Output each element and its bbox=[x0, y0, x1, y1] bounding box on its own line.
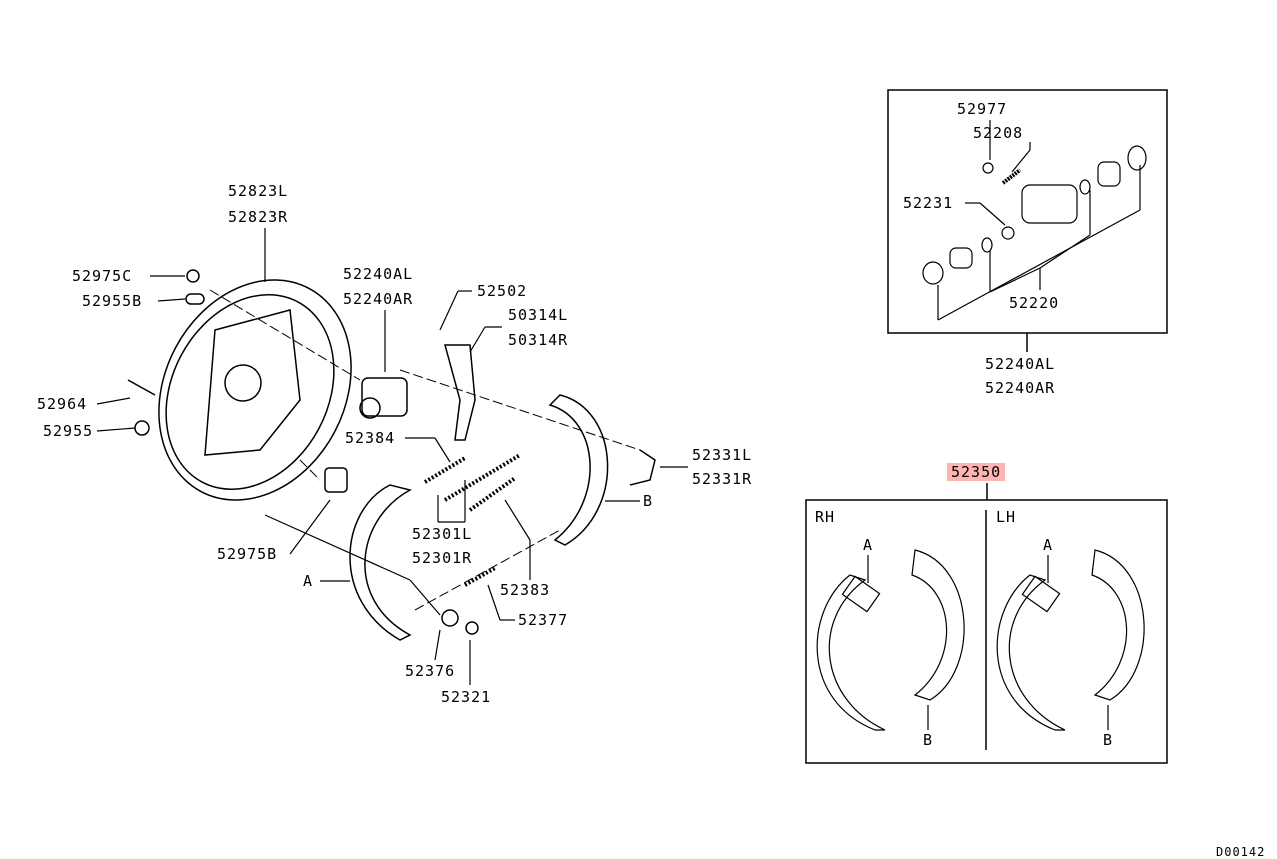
label-spring-lower[interactable]: 52377 bbox=[518, 611, 569, 629]
label-cup[interactable]: 52321 bbox=[441, 688, 492, 706]
label-bolt-c[interactable]: 52975C bbox=[72, 267, 133, 285]
label-lh-a: A bbox=[1043, 536, 1054, 554]
shoe-b-drawing bbox=[548, 394, 609, 546]
shoe-set-drawing bbox=[816, 549, 1145, 731]
label-pin[interactable]: 52376 bbox=[405, 662, 456, 680]
label-clip[interactable]: 52502 bbox=[477, 282, 528, 300]
label-plug-b[interactable]: 52955B bbox=[82, 292, 143, 310]
label-adjuster-r[interactable]: 52301R bbox=[412, 549, 473, 567]
label-piston-kit[interactable]: 52231 bbox=[903, 194, 954, 212]
wheel-cylinder-drawing bbox=[359, 377, 408, 419]
label-wheel-cylinder-l[interactable]: 52240AL bbox=[343, 265, 414, 283]
label-cap[interactable]: 52977 bbox=[957, 100, 1008, 118]
label-rh: RH bbox=[815, 508, 836, 526]
label-backing-plate-l[interactable]: 52823L bbox=[228, 182, 289, 200]
alignment-lines bbox=[209, 289, 641, 611]
leader-lines bbox=[96, 228, 688, 685]
label-spring-adjuster[interactable]: 52383 bbox=[500, 581, 551, 599]
cylinder-detail-drawing bbox=[922, 120, 1147, 321]
lever-drawing bbox=[444, 344, 476, 441]
label-lh-b: B bbox=[1103, 731, 1114, 749]
label-plug[interactable]: 52955 bbox=[43, 422, 94, 440]
label-bleeder[interactable]: 52964 bbox=[37, 395, 88, 413]
label-lever-l[interactable]: 50314L bbox=[508, 306, 569, 324]
label-detail-bleeder[interactable]: 52208 bbox=[973, 124, 1024, 142]
label-rh-b: B bbox=[923, 731, 934, 749]
label-strut-r[interactable]: 52331R bbox=[692, 470, 753, 488]
label-lever-r[interactable]: 50314R bbox=[508, 331, 569, 349]
diagram-code: D00142 bbox=[1216, 845, 1266, 859]
label-backing-plate-r[interactable]: 52823R bbox=[228, 208, 289, 226]
label-rh-a: A bbox=[863, 536, 874, 554]
label-wheel-cylinder-r[interactable]: 52240AR bbox=[343, 290, 414, 308]
label-bolt-b[interactable]: 52975B bbox=[217, 545, 278, 563]
label-assembly-r[interactable]: 52240AR bbox=[985, 379, 1056, 397]
label-spring-upper[interactable]: 52384 bbox=[345, 429, 396, 447]
label-body[interactable]: 52220 bbox=[1009, 294, 1060, 312]
shoe-a-drawing bbox=[349, 484, 413, 641]
label-strut-l[interactable]: 52331L bbox=[692, 446, 753, 464]
label-lh: LH bbox=[996, 508, 1017, 526]
label-shoe-b: B bbox=[643, 492, 654, 510]
backing-plate-drawing bbox=[158, 279, 352, 501]
shoe-set-box bbox=[805, 499, 1168, 764]
label-assembly-l[interactable]: 52240AL bbox=[985, 355, 1056, 373]
label-shoe-set-highlighted[interactable]: 52350 bbox=[947, 463, 1006, 481]
label-shoe-a: A bbox=[303, 572, 314, 590]
label-adjuster-l[interactable]: 52301L bbox=[412, 525, 473, 543]
